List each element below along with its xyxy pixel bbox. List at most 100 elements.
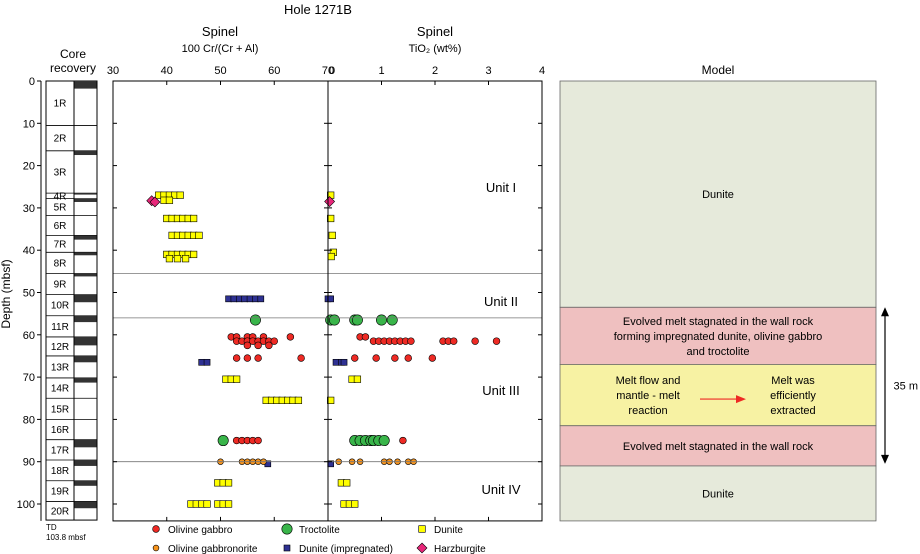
- data-point: [343, 479, 351, 487]
- core-label: 18R: [51, 466, 69, 477]
- data-point: [327, 252, 335, 261]
- depth-tick-label: 30: [23, 203, 35, 215]
- recovery-bar: [74, 501, 97, 509]
- x-tick-label: 4: [539, 65, 545, 77]
- data-point: [327, 214, 335, 223]
- model-zone-text: Evolved melt stagnated in the wall rock: [623, 441, 814, 453]
- data-point: [257, 295, 265, 303]
- core-label: 17R: [51, 445, 69, 456]
- data-point: [328, 231, 336, 239]
- legend-label: Dunite (impregnated): [299, 544, 393, 554]
- depth-tick-label: 10: [23, 118, 35, 130]
- data-point: [327, 396, 335, 404]
- x-tick-label: 2: [432, 65, 438, 77]
- core-label: 1R: [54, 99, 67, 110]
- data-point: [224, 500, 233, 508]
- data-point: [351, 354, 359, 362]
- core-label: 7R: [54, 239, 67, 250]
- data-point: [327, 295, 334, 303]
- recovery-bar: [74, 336, 97, 346]
- data-point: [254, 341, 262, 350]
- thickness-label: 35 m: [894, 381, 918, 393]
- flow-left-text: reaction: [628, 405, 667, 417]
- data-point: [190, 250, 198, 259]
- panel2-xlabel: TiO₂ (wt%): [409, 43, 462, 55]
- data-point: [404, 354, 412, 362]
- core-label: 2R: [54, 134, 67, 145]
- model-zone: [559, 364, 877, 427]
- recovery-bar: [74, 355, 97, 363]
- data-point: [165, 255, 174, 263]
- data-point: [165, 196, 174, 204]
- core-label: 11R: [51, 322, 69, 333]
- model-zone: [559, 465, 877, 522]
- legend-label: Olivine gabbronorite: [168, 544, 258, 554]
- x-tick-label: 40: [161, 65, 173, 77]
- recovery-bar: [74, 294, 97, 303]
- core-label: 15R: [51, 404, 69, 415]
- thickness-arrow-head-top: [881, 307, 889, 317]
- legend-marker: [418, 525, 426, 533]
- core-label: 5R: [54, 203, 67, 214]
- legend-label: Harzburgite: [434, 544, 486, 554]
- x-tick-label: 0: [329, 65, 335, 77]
- data-point: [181, 255, 190, 263]
- recovery-bar: [74, 252, 97, 256]
- series-harzburgite: [324, 196, 336, 207]
- flow-right-text: efficiently: [770, 390, 816, 402]
- core-header-line2: recovery: [50, 61, 96, 75]
- x-tick-label: 3: [485, 65, 491, 77]
- x-tick-label: 1: [378, 65, 384, 77]
- model-zone-text: forming impregnated dunite, olivine gabb…: [614, 331, 823, 343]
- data-point: [217, 435, 229, 447]
- data-point: [351, 314, 363, 326]
- data-point: [399, 436, 407, 445]
- core-label: 10R: [51, 301, 69, 312]
- data-point: [353, 375, 362, 383]
- flow-right-text: extracted: [770, 405, 815, 417]
- recovery-bar: [74, 198, 97, 202]
- data-point: [391, 354, 399, 362]
- depth-tick-label: 20: [23, 161, 35, 173]
- data-point: [372, 354, 380, 362]
- data-point: [450, 337, 458, 345]
- recovery-bar: [74, 81, 97, 89]
- series-dunite: [155, 191, 303, 508]
- data-point: [492, 337, 501, 345]
- data-point: [294, 396, 303, 404]
- figure-title: Hole 1271B: [284, 2, 352, 17]
- data-point: [471, 337, 479, 345]
- data-point: [428, 354, 437, 362]
- model-zone-text: Dunite: [702, 189, 734, 201]
- recovery-bar: [74, 150, 97, 156]
- data-point: [386, 314, 398, 326]
- core-label: 4R: [54, 191, 67, 202]
- depth-tick-label: 70: [23, 372, 35, 384]
- unit-label: Unit III: [482, 383, 520, 398]
- x-tick-label: 60: [268, 65, 280, 77]
- recovery-bar: [74, 460, 97, 466]
- data-point: [378, 435, 390, 447]
- core-boxes: 1R2R3R4R5R6R7R8R9R10R11R12R13R14R15R16R1…: [45, 80, 98, 521]
- data-point: [233, 375, 241, 383]
- depth-tick-label: 0: [29, 76, 35, 88]
- legend-label: Olivine gabbro: [168, 525, 233, 536]
- core-label: 13R: [51, 362, 69, 373]
- data-point: [270, 337, 278, 345]
- data-point: [190, 214, 198, 223]
- x-tick-label: 70: [322, 65, 334, 77]
- series-harzburgite: [146, 195, 161, 208]
- core-label: 6R: [54, 221, 67, 232]
- core-label: 8R: [54, 258, 67, 269]
- series-dunite-impregnated-: [198, 295, 272, 468]
- td-depth: 103.8 mbsf: [46, 533, 86, 542]
- data-point: [297, 354, 305, 362]
- data-point: [351, 500, 359, 508]
- thickness-arrow-head-bottom: [881, 454, 889, 464]
- core-label: 19R: [51, 487, 69, 498]
- data-point: [176, 191, 184, 199]
